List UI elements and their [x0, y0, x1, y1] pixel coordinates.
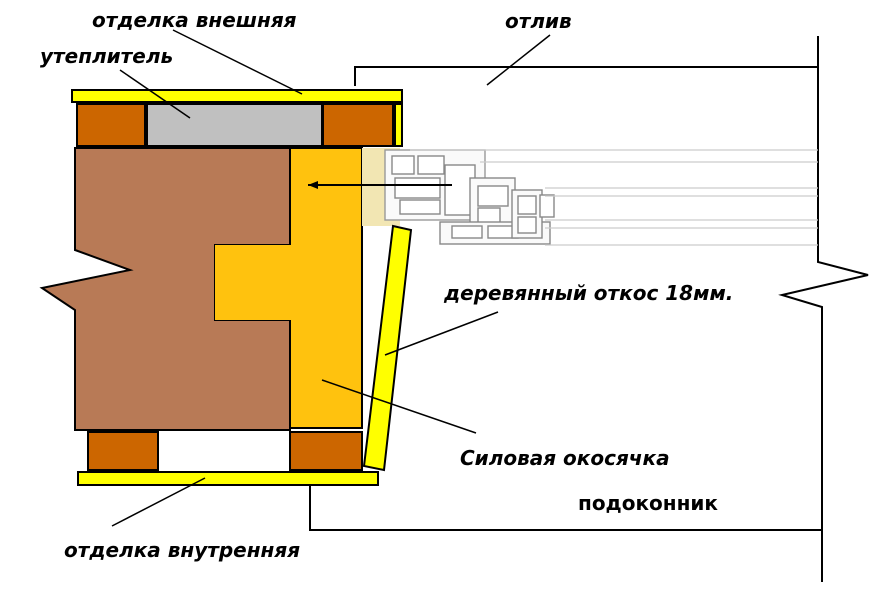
inner-finish-board [77, 471, 379, 486]
outer-finish-vertical-strip [394, 103, 403, 147]
top-beam-right [322, 103, 394, 147]
insulation-block [146, 103, 323, 147]
label-drip: отлив [505, 9, 572, 33]
label-finish-inner: отделка внутренняя [64, 538, 300, 562]
wooden-slope-board [362, 224, 413, 472]
screw-icon [308, 181, 452, 189]
outer-finish-board [71, 89, 403, 103]
bottom-beam-left [87, 431, 159, 471]
load-frame-outer [289, 147, 363, 429]
drip-outline [309, 36, 869, 582]
leader-lines [111, 29, 551, 527]
label-insulation: утеплитель [40, 44, 173, 68]
glazing-lines [410, 149, 818, 246]
bottom-beam-right [289, 431, 363, 471]
label-sill: подоконник [578, 491, 718, 515]
label-load-frame: Силовая окосячка [460, 446, 670, 470]
label-finish-outer: отделка внешняя [92, 8, 297, 32]
load-frame-tenon [215, 245, 290, 320]
label-wood-slope: деревянный откос 18мм. [443, 281, 733, 305]
top-beam-left [76, 103, 146, 147]
